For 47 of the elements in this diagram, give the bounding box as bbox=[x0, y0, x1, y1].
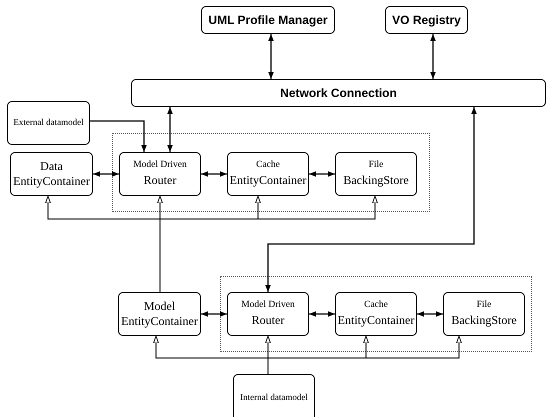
node-label: Model EntityContainer bbox=[120, 299, 199, 329]
component-box bbox=[201, 6, 335, 34]
arrow bbox=[268, 34, 274, 79]
component-box bbox=[335, 152, 417, 196]
node-label: EntityContainer bbox=[230, 173, 306, 188]
component-box bbox=[131, 79, 546, 107]
node-label: Router bbox=[252, 313, 284, 328]
node-label: Internal datamodel bbox=[240, 392, 308, 404]
component-box bbox=[10, 152, 93, 196]
node-label: Network Connection bbox=[280, 86, 397, 100]
component-box bbox=[335, 292, 417, 336]
node-subtitle: Cache bbox=[364, 300, 388, 312]
arrow bbox=[430, 34, 436, 79]
node-label: External datamodel bbox=[13, 117, 84, 129]
node-label: Router bbox=[144, 173, 176, 188]
node-subtitle: File bbox=[368, 160, 384, 172]
node-subtitle: Model Driven bbox=[133, 160, 187, 172]
node-label: VO Registry bbox=[392, 12, 461, 28]
arrow bbox=[201, 171, 227, 177]
node-label: BackingStore bbox=[451, 313, 517, 328]
component-box bbox=[119, 152, 201, 196]
component-box bbox=[227, 292, 309, 336]
arrow bbox=[309, 311, 335, 317]
node-label: UML Profile Manager bbox=[208, 12, 328, 28]
group-frame bbox=[220, 276, 532, 352]
arrow bbox=[309, 171, 335, 177]
arrow bbox=[417, 311, 443, 317]
node-label: Data EntityContainer bbox=[12, 159, 91, 189]
node-subtitle: Model Driven bbox=[241, 300, 295, 312]
component-box bbox=[233, 374, 315, 417]
arrow bbox=[167, 107, 173, 152]
node-label: EntityContainer bbox=[338, 313, 414, 328]
component-box bbox=[443, 292, 525, 336]
arrow bbox=[265, 107, 477, 292]
arrow bbox=[90, 120, 147, 152]
arrow bbox=[201, 311, 227, 317]
component-box bbox=[7, 101, 90, 145]
arrow bbox=[93, 171, 119, 177]
arrow bbox=[160, 196, 378, 292]
component-box bbox=[118, 292, 201, 336]
component-box bbox=[385, 6, 468, 34]
arrow bbox=[268, 336, 462, 374]
node-subtitle: File bbox=[476, 300, 492, 312]
node-label: BackingStore bbox=[343, 173, 409, 188]
group-frame bbox=[112, 133, 430, 212]
component-box bbox=[227, 152, 309, 196]
node-subtitle: Cache bbox=[256, 160, 280, 172]
